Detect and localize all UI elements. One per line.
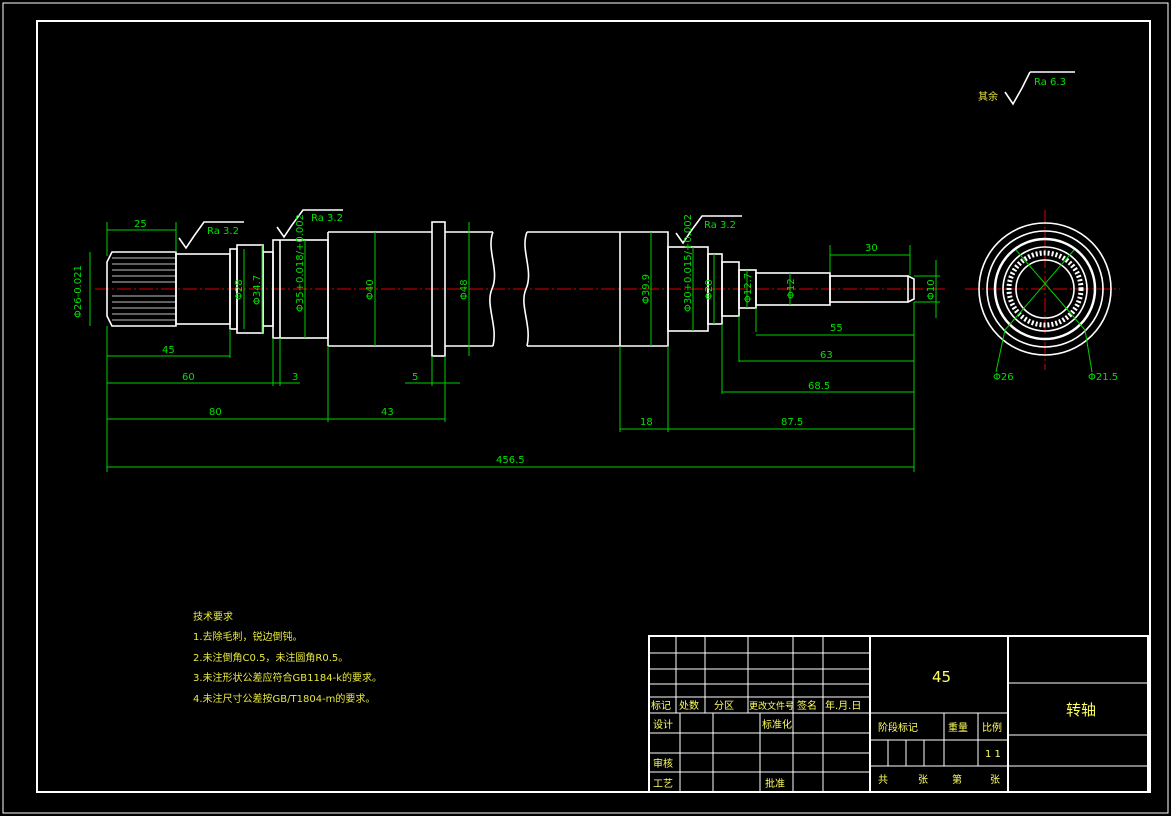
drawing-frame xyxy=(36,20,1151,793)
svg-text:45: 45 xyxy=(162,345,175,356)
general-roughness-value: Ra 6.3 xyxy=(1034,77,1066,88)
general-roughness: 其余 Ra 6.3 xyxy=(978,71,1075,106)
process-label: 工艺 xyxy=(653,778,673,790)
svg-text:Φ10: Φ10 xyxy=(926,279,937,300)
scale-label: 比例 xyxy=(982,721,1002,734)
spline-teeth xyxy=(112,257,176,321)
shaft-outline xyxy=(106,221,915,357)
svg-text:Φ40: Φ40 xyxy=(365,279,376,300)
svg-text:18: 18 xyxy=(640,417,653,428)
shaft-end-chamfer xyxy=(907,275,915,303)
svg-text:Φ35+0.018/+0.002: Φ35+0.018/+0.002 xyxy=(295,214,306,312)
svg-text:Φ12.7: Φ12.7 xyxy=(743,273,754,303)
svg-text:Φ28: Φ28 xyxy=(234,279,245,300)
notes-title: 技术要求 xyxy=(193,610,233,623)
title-block: 标记 处数 分区 更改文件号 签名 年.月.日 设计 标准化 审核 工艺 批准 … xyxy=(648,635,1149,793)
svg-text:张: 张 xyxy=(918,774,928,786)
svg-text:5: 5 xyxy=(412,372,418,383)
collar-d48 xyxy=(431,221,446,357)
segment-d40 xyxy=(327,231,432,347)
material: 45 xyxy=(932,668,951,686)
svg-text:Ra 3.2: Ra 3.2 xyxy=(311,213,343,224)
svg-text:68.5: 68.5 xyxy=(808,381,830,392)
note-item: 1.去除毛刺，锐边倒钝。 xyxy=(193,630,303,643)
approve-label: 批准 xyxy=(765,777,785,790)
spline-section xyxy=(106,251,177,327)
svg-text:分区: 分区 xyxy=(714,700,734,712)
svg-text:Φ26: Φ26 xyxy=(993,372,1014,383)
dim-top-25: 25 xyxy=(106,219,177,256)
svg-text:第: 第 xyxy=(952,773,962,786)
svg-text:共: 共 xyxy=(878,774,888,786)
svg-text:张: 张 xyxy=(990,774,1000,786)
svg-text:60: 60 xyxy=(182,372,195,383)
roughness-mark-3: Ra 3.2 xyxy=(675,215,742,245)
svg-text:更改文件号: 更改文件号 xyxy=(749,700,794,712)
svg-text:签名: 签名 xyxy=(797,699,817,712)
break-line-right xyxy=(523,231,530,347)
svg-text:Φ20: Φ20 xyxy=(704,279,715,300)
section-view: Φ26 Φ21.5 xyxy=(965,210,1120,383)
dim-top-30: 30 xyxy=(829,243,911,275)
weight-label: 重量 xyxy=(948,721,968,734)
svg-text:Φ39.9: Φ39.9 xyxy=(641,274,652,304)
roughness-mark-1: Ra 3.2 xyxy=(178,221,244,250)
break-line-left xyxy=(489,231,496,347)
roughness-mark-2: Ra 3.2 xyxy=(276,209,343,239)
roughness-symbol-icon xyxy=(1004,71,1031,106)
part-name: 转轴 xyxy=(1066,701,1096,719)
segment-d10 xyxy=(829,275,909,303)
note-item: 4.未注尺寸公差按GB/T1804-m的要求。 xyxy=(193,692,375,705)
diameter-dimensions: Φ26-0.021 Φ28 Φ34.7 Φ35+0.018/+0.002 Φ40… xyxy=(73,214,940,356)
svg-text:年.月.日: 年.月.日 xyxy=(825,699,861,712)
svg-text:处数: 处数 xyxy=(679,699,699,712)
standardization-label: 标准化 xyxy=(762,718,792,731)
note-item: 3.未注形状公差应符合GB1184-k的要求。 xyxy=(193,671,382,684)
review-label: 审核 xyxy=(653,757,673,770)
svg-text:87.5: 87.5 xyxy=(781,417,803,428)
scale-value: 1 1 xyxy=(985,749,1001,760)
design-label: 设计 xyxy=(653,718,673,731)
bottom-dimensions: 45 60 3 5 80 43 18 87.5 55 63 68.5 456.5 xyxy=(106,302,915,472)
svg-text:Φ34.7: Φ34.7 xyxy=(252,275,263,305)
general-roughness-label: 其余 xyxy=(978,90,998,103)
svg-text:Φ48: Φ48 xyxy=(459,279,470,300)
note-item: 2.未注倒角C0.5，未注圆角R0.5。 xyxy=(193,651,348,664)
svg-text:55: 55 xyxy=(830,323,843,334)
svg-text:80: 80 xyxy=(209,407,222,418)
technical-notes: 技术要求 1.去除毛刺，锐边倒钝。 2.未注倒角C0.5，未注圆角R0.5。 3… xyxy=(193,610,382,705)
svg-text:63: 63 xyxy=(820,350,833,361)
svg-text:3: 3 xyxy=(292,372,298,383)
svg-text:25: 25 xyxy=(134,219,147,230)
svg-text:Φ30+0.015/+0.002: Φ30+0.015/+0.002 xyxy=(683,214,694,312)
svg-text:Ra 3.2: Ra 3.2 xyxy=(207,226,239,237)
svg-text:Φ21.5: Φ21.5 xyxy=(1088,372,1118,383)
svg-text:Ra 3.2: Ra 3.2 xyxy=(704,220,736,231)
spline-teeth-ring xyxy=(1006,250,1084,328)
svg-text:456.5: 456.5 xyxy=(496,455,525,466)
svg-text:标记: 标记 xyxy=(651,700,671,712)
svg-text:Φ26-0.021: Φ26-0.021 xyxy=(73,265,84,318)
svg-text:Φ12: Φ12 xyxy=(786,278,797,299)
svg-text:43: 43 xyxy=(381,407,394,418)
stage-mark-label: 阶段标记 xyxy=(878,721,918,734)
svg-text:30: 30 xyxy=(865,243,878,254)
